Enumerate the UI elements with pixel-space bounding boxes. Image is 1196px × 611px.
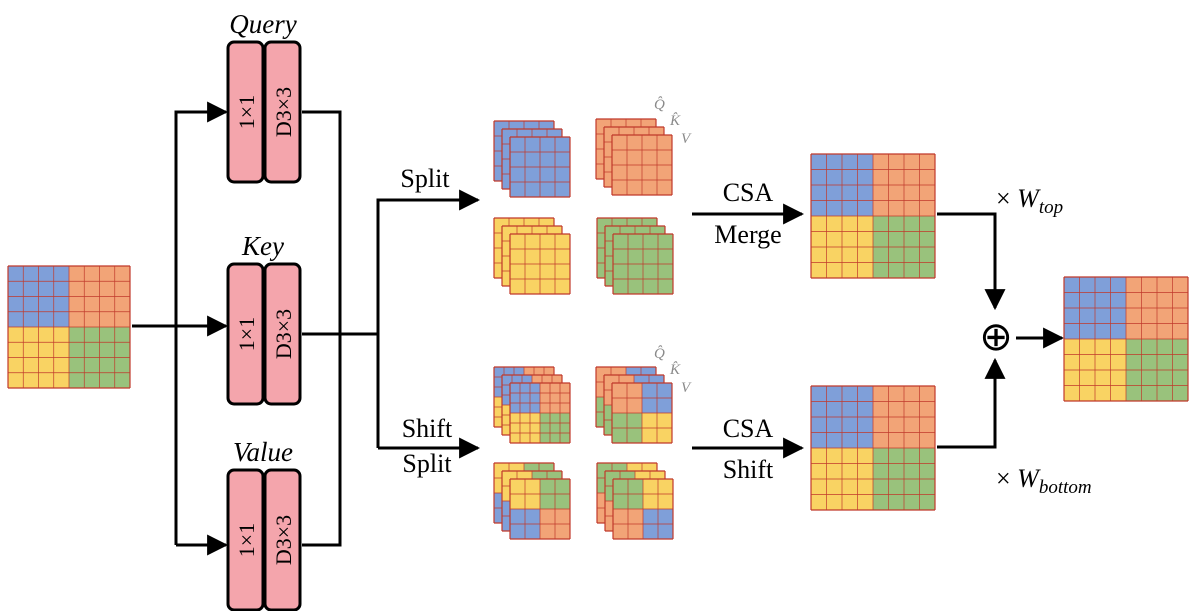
query-split-stack <box>493 120 571 198</box>
shift-split-label-line2: Split <box>402 449 452 478</box>
v-label: V <box>681 380 692 396</box>
stack-layer <box>611 382 673 444</box>
query-conv-block: 1×1 D3×3 <box>226 40 302 184</box>
pointwise-conv-box <box>226 40 265 184</box>
shift-output-map <box>810 385 936 511</box>
key-label: Key <box>241 231 284 261</box>
depthwise-conv-label: D3×3 <box>271 87 296 137</box>
pointwise-conv-box <box>226 468 265 611</box>
q-hat-label: Q̂ <box>654 96 665 113</box>
k-hat-label: K̂ <box>669 113 681 129</box>
value-conv-block: 1×1 D3×3 <box>226 468 302 611</box>
shift-split-label-line1: Shift <box>402 414 453 443</box>
shift-stack-2 <box>595 366 673 444</box>
stack-layer <box>509 478 571 540</box>
add-operator-icon: ⊕ <box>979 314 1013 359</box>
stack-layer <box>509 382 571 444</box>
csa-merge-label-line1: CSA <box>723 178 774 207</box>
value-label: Value <box>233 437 293 467</box>
query-label: Query <box>229 9 296 39</box>
feature-map-grids <box>7 118 1189 540</box>
pointwise-conv-label: 1×1 <box>234 523 259 557</box>
csa-merge-label-line2: Merge <box>714 220 781 249</box>
q-hat-label: Q̂ <box>654 345 665 362</box>
depthwise-conv-label: D3×3 <box>271 515 296 565</box>
depthwise-conv-label: D3×3 <box>271 309 296 359</box>
shift-stack-3 <box>493 462 571 540</box>
value-split-stack <box>493 217 571 295</box>
connection-lines <box>132 101 1065 556</box>
csa-shift-label-line2: Shift <box>723 455 774 484</box>
shift-stack-4 <box>596 462 674 540</box>
stack-green <box>596 217 674 295</box>
pointwise-conv-label: 1×1 <box>234 95 259 129</box>
shift-stack-1 <box>493 366 571 444</box>
csa-shift-label-line1: CSA <box>723 414 774 443</box>
merge-output-map <box>810 153 936 279</box>
key-conv-block: 1×1 D3×3 <box>226 262 302 406</box>
k-hat-label: K̂ <box>669 362 681 378</box>
key-split-stack <box>595 118 673 196</box>
pointwise-conv-box <box>226 262 265 406</box>
final-output-map <box>1063 276 1189 402</box>
stack-layer <box>612 233 674 295</box>
stack-layer <box>611 134 673 196</box>
depthwise-conv-box <box>263 468 302 611</box>
depthwise-conv-box <box>263 40 302 184</box>
v-label: V <box>681 131 692 147</box>
pointwise-conv-label: 1×1 <box>234 317 259 351</box>
depthwise-conv-box <box>263 262 302 406</box>
weight-bottom-label: × Wbottom <box>996 464 1092 498</box>
weight-top-label: × Wtop <box>996 184 1063 218</box>
stack-layer <box>612 478 674 540</box>
split-label: Split <box>400 164 450 193</box>
input-feature-map <box>7 265 131 389</box>
stack-layer <box>509 136 571 198</box>
stack-layer <box>509 233 571 295</box>
